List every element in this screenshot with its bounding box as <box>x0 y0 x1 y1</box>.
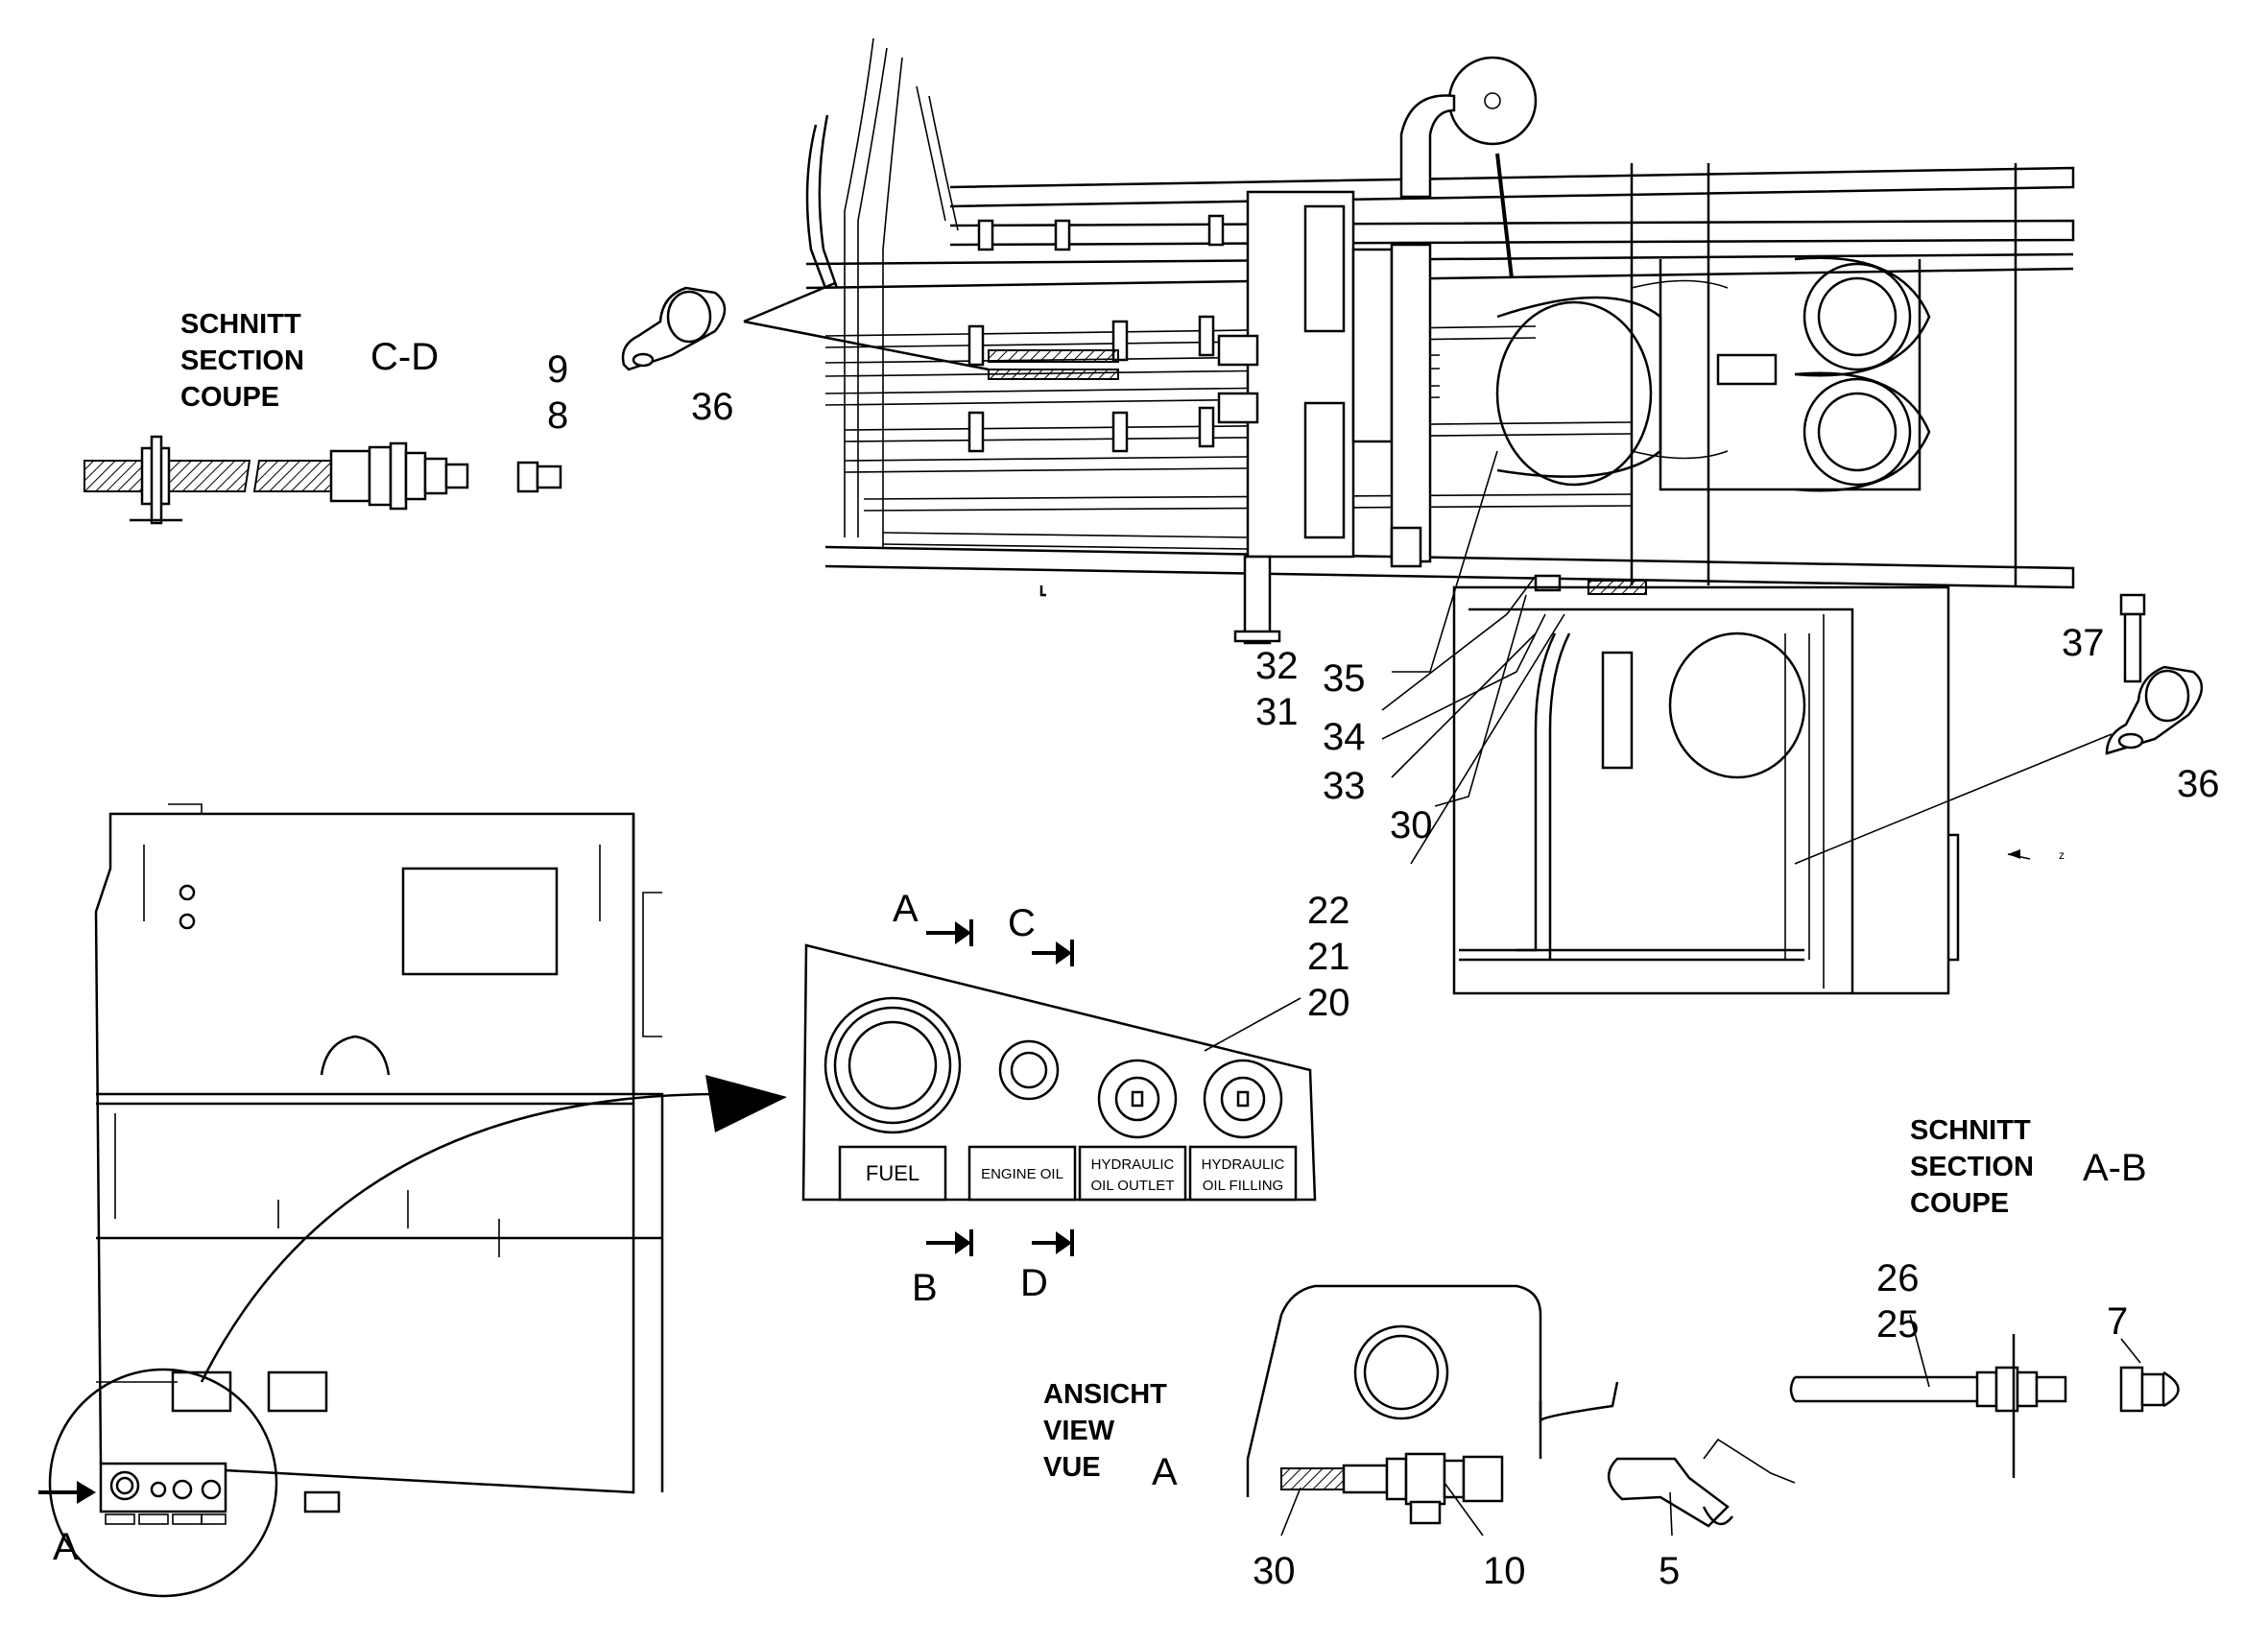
plate-hydraulic-outlet <box>1078 1145 1187 1202</box>
section-arrows <box>926 919 1074 1256</box>
section-cd-title-line-3: COUPE <box>180 382 279 413</box>
curved-arrow <box>200 1075 787 1383</box>
bolt-and-clamp-right <box>2105 593 2203 755</box>
plate-hydraulic-outlet-label-2: OIL OUTLET <box>1091 1178 1175 1194</box>
view-a: ANSICHT VIEW VUE A <box>1043 1284 1796 1537</box>
clamp-36-upper <box>621 281 990 371</box>
fitting-8-9 <box>516 461 562 493</box>
section-ab-title-line-2: SECTION <box>1910 1152 2034 1182</box>
plate-engine-oil <box>967 1145 1077 1202</box>
section-cd: SCHNITT SECTION COUPE C-D 9 8 <box>84 281 990 525</box>
view-a-title-line-3: VUE <box>1043 1452 1101 1483</box>
callout-32: 32 <box>1255 645 1299 687</box>
leader-lines <box>1381 450 2113 865</box>
section-arrow-b: B <box>912 1267 938 1309</box>
motors <box>1495 256 1931 492</box>
gauge <box>1399 56 1538 279</box>
callout-5: 5 <box>1659 1550 1680 1592</box>
section-arrow-c: C <box>1008 902 1036 944</box>
hose-assembly-cd <box>84 435 469 525</box>
plate-fuel <box>838 1145 947 1202</box>
machine-body <box>94 803 664 1513</box>
section-arrow-d: D <box>1020 1262 1048 1304</box>
plate-hydraulic-filling <box>1188 1145 1298 1202</box>
detail-circle-a-label: A <box>53 1526 79 1568</box>
plate-fuel-label: FUEL <box>866 1161 919 1185</box>
view-a-title-line-1: ANSICHT <box>1043 1379 1167 1410</box>
callout-34: 34 <box>1323 716 1366 758</box>
callout-7: 7 <box>2107 1300 2128 1343</box>
callout-31: 31 <box>1255 691 1299 733</box>
callout-21: 21 <box>1307 936 1350 978</box>
callout-8: 8 <box>547 394 568 437</box>
section-ab-id: A-B <box>2083 1147 2147 1189</box>
callout-26: 26 <box>1876 1257 1920 1299</box>
detail-circle-a <box>38 1368 278 1598</box>
view-arrow-z: z <box>2059 848 2065 862</box>
section-ab-title-line-3: COUPE <box>1910 1188 2009 1219</box>
section-cd-title-line-1: SCHNITT <box>180 309 301 340</box>
callout-22: 22 <box>1307 890 1350 932</box>
callout-35: 35 <box>1323 657 1366 700</box>
section-cd-title-line-2: SECTION <box>180 345 304 376</box>
tank-right <box>1452 585 2031 995</box>
section-ab-title-line-1: SCHNITT <box>1910 1115 2031 1146</box>
plate-hydraulic-filling-label-1: HYDRAULIC <box>1202 1156 1285 1173</box>
callout-33: 33 <box>1323 765 1366 807</box>
section-ab: SCHNITT SECTION COUPE A-B <box>1789 1115 2180 1478</box>
view-a-title-line-2: VIEW <box>1043 1416 1115 1446</box>
callout-9: 9 <box>547 348 568 391</box>
plate-hydraulic-filling-label-2: OIL FILLING <box>1203 1178 1283 1194</box>
callout-25: 25 <box>1876 1303 1920 1346</box>
callout-30-top: 30 <box>1390 804 1433 846</box>
frame-assembly <box>805 37 2075 645</box>
callout-10: 10 <box>1483 1550 1526 1592</box>
callout-30-bottom: 30 <box>1253 1550 1296 1592</box>
callout-36-upper: 36 <box>691 386 734 428</box>
callout-37: 37 <box>2062 622 2105 664</box>
section-arrow-a: A <box>893 888 919 930</box>
callout-20: 20 <box>1307 982 1350 1024</box>
plate-hydraulic-outlet-label-1: HYDRAULIC <box>1091 1156 1175 1173</box>
plate-engine-oil-label: ENGINE OIL <box>981 1166 1063 1182</box>
section-cd-id: C-D <box>370 336 439 378</box>
view-a-id: A <box>1152 1451 1178 1493</box>
callout-36-right: 36 <box>2177 763 2220 805</box>
connection-panel: FUEL ENGINE OIL HYDRAULIC OIL OUTLET HYD… <box>801 943 1317 1202</box>
